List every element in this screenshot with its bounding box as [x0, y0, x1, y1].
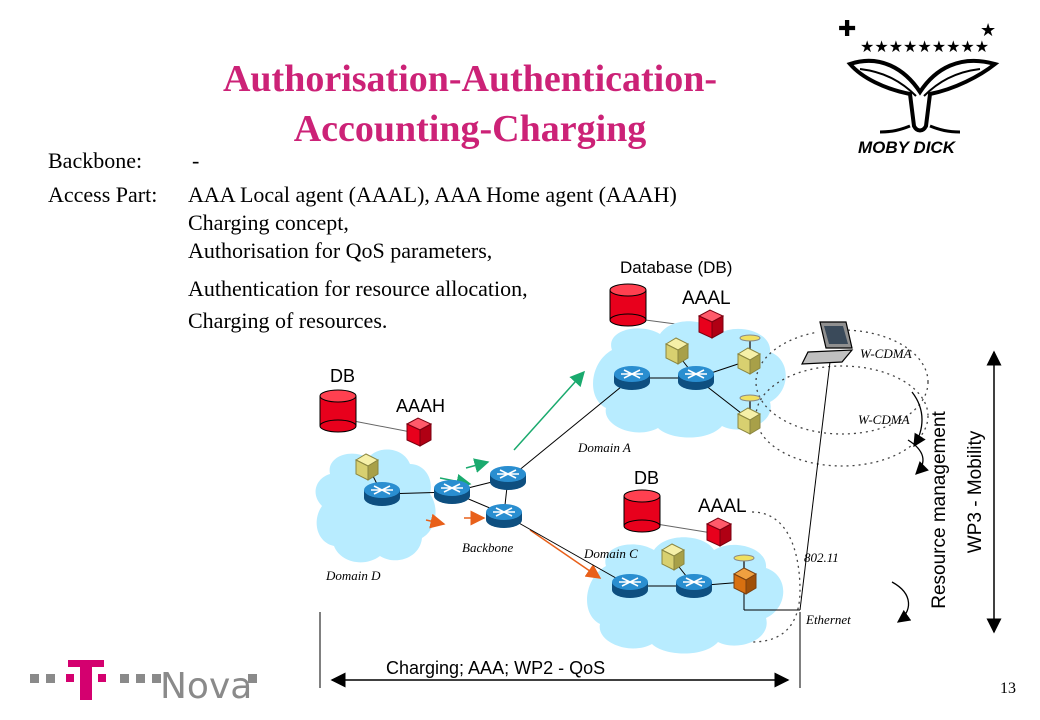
domain-c-label: Domain C — [584, 546, 638, 561]
resource-management-label: Resource management — [929, 411, 950, 609]
db-domain-c-label: DB — [634, 468, 660, 488]
wcdma-label-2: W-CDMA — [858, 412, 910, 427]
page-number: 13 — [1000, 680, 1016, 697]
backbone-diagram-label: Backbone — [462, 540, 514, 555]
t-nova-brand-icon: Nova — [30, 660, 257, 707]
logo-label: MOBY DICK — [858, 138, 955, 157]
whale-tail-icon: ✚ ★★★★★★★★★ ★ — [838, 17, 1000, 134]
aaal-domain-c-label: AAAL — [698, 496, 747, 517]
access-part-label: Access Part: — [48, 182, 158, 207]
access-line-2: Charging concept, — [188, 210, 349, 235]
svg-text:Nova: Nova — [160, 666, 252, 707]
backbone-label: Backbone: — [48, 148, 143, 173]
svg-text:★: ★ — [980, 20, 996, 41]
domain-d-label: Domain D — [326, 568, 381, 583]
backbone-value: - — [192, 148, 200, 173]
slide-title-line-2: Accounting-Charging — [293, 108, 647, 150]
svg-text:★★★★★★★★★: ★★★★★★★★★ — [860, 37, 989, 56]
laptop-icon — [801, 321, 854, 365]
wlan-80211-label: 802.11 — [804, 550, 839, 565]
access-line-1: AAA Local agent (AAAL), AAA Home agent (… — [188, 182, 677, 207]
database-db-label: Database (DB) — [620, 258, 733, 277]
ethernet-label: Ethernet — [806, 612, 851, 627]
access-line-5: Charging of resources. — [188, 308, 388, 333]
wcdma-label-1: W-CDMA — [860, 346, 912, 361]
aaah-label: AAAH — [396, 396, 446, 416]
aaal-domain-a-label: AAAL — [682, 288, 731, 309]
wp3-mobility-label: WP3 - Mobility — [965, 430, 986, 554]
charging-aaa-qos-label: Charging; AAA; WP2 - QoS — [386, 658, 606, 678]
svg-text:✚: ✚ — [838, 17, 856, 42]
slide-title-line-1: Authorisation-Authentication- — [222, 58, 718, 100]
access-line-3: Authorisation for QoS parameters, — [188, 238, 493, 263]
db-domain-d-label: DB — [330, 366, 356, 386]
t-nova-logo: Nova — [28, 652, 268, 708]
moby-dick-logo: ✚ ★★★★★★★★★ ★ MOBY DICK — [830, 14, 1010, 164]
domain-a-label: Domain A — [578, 440, 631, 455]
access-line-4: Authentication for resource allocation, — [188, 276, 528, 301]
